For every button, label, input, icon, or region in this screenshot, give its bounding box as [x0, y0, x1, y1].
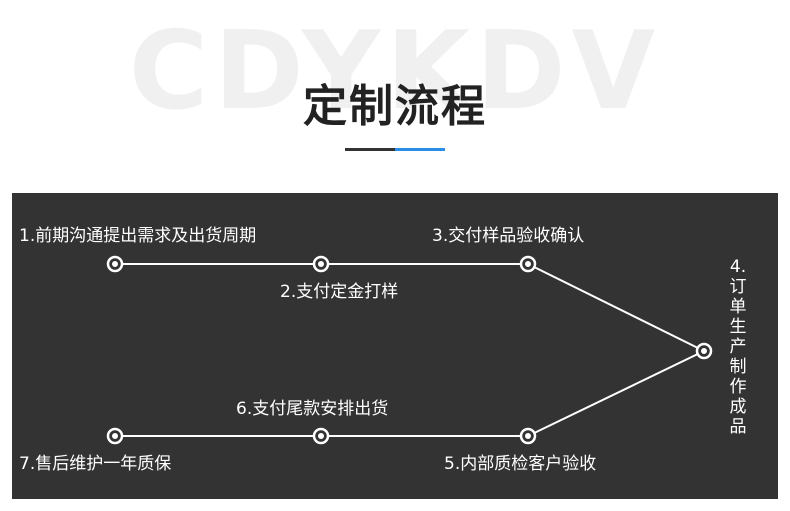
connector-4-5	[527, 350, 705, 437]
step-4-label: 订单生产制作成品	[729, 277, 747, 437]
title-underline-accent	[395, 148, 445, 151]
step-4-number: 4.	[729, 257, 747, 277]
flow-nodes	[106, 255, 713, 445]
connector-3-4	[527, 263, 705, 352]
step-5-label: 5.内部质检客户验收	[444, 454, 597, 474]
step-1-label: 1.前期沟通提出需求及出货周期	[19, 226, 257, 246]
process-flow-diagram	[106, 255, 713, 445]
step-6-label: 6.支付尾款安排出货	[236, 399, 389, 419]
node-3	[519, 255, 537, 273]
watermark-text: CDYKDV	[128, 18, 662, 118]
step-3-label: 3.交付样品验收确认	[432, 226, 585, 246]
node-1	[106, 255, 124, 273]
step-2-label: 2.支付定金打样	[280, 282, 399, 302]
step-7-label: 7.售后维护一年质保	[19, 454, 172, 474]
node-5	[519, 427, 537, 445]
flow-lines	[115, 263, 705, 437]
node-6	[312, 427, 330, 445]
node-7	[106, 427, 124, 445]
node-4	[695, 342, 713, 360]
title-underline-dark	[345, 148, 395, 151]
page-title: 定制流程	[303, 81, 487, 132]
process-panel: 1.前期沟通提出需求及出货周期 2.支付定金打样 3.交付样品验收确认 4. 订…	[12, 193, 778, 499]
node-2	[312, 255, 330, 273]
